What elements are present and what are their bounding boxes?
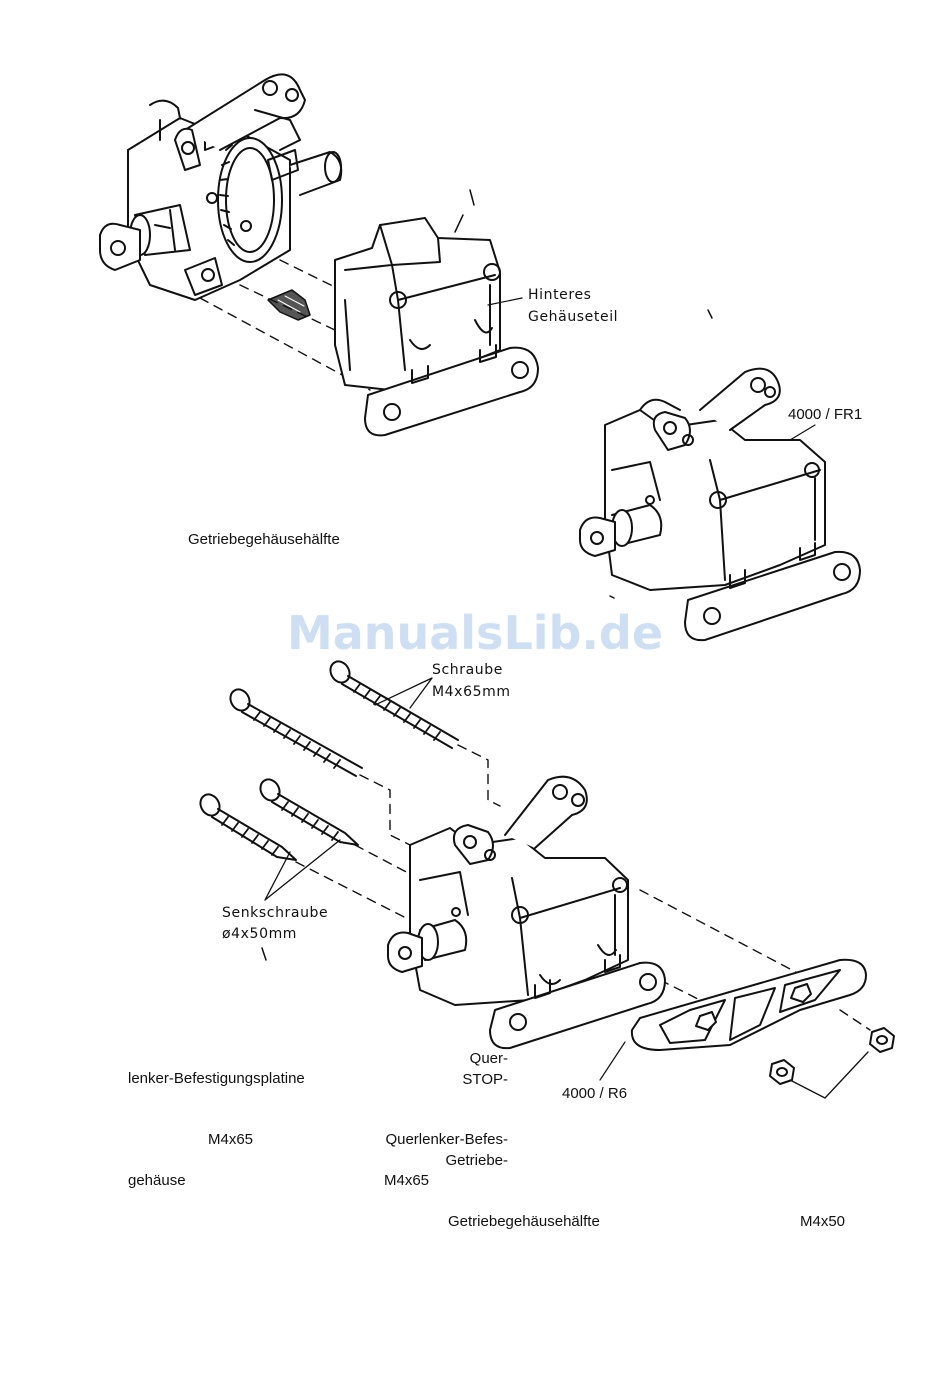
- leader-r6: [600, 1042, 625, 1080]
- text-m4x50: M4x50: [800, 1213, 845, 1230]
- label-quer: Quer-: [440, 1050, 508, 1067]
- label-senkschraube: Senkschraube: [222, 905, 328, 921]
- countersunk-screws: [197, 776, 358, 860]
- leader-schraube: [375, 678, 432, 708]
- assembled-gearbox-bottom: [388, 777, 665, 1049]
- differential-assembly: [100, 74, 341, 320]
- label-gehaeuseteil: Gehäuseteil: [528, 309, 618, 325]
- text-getriebe-half-2: Getriebegehäusehälfte: [448, 1213, 600, 1230]
- text-getriebe-dash: Getriebe-: [380, 1152, 508, 1169]
- label-part-fr1: 4000 / FR1: [788, 406, 862, 423]
- label-stop: STOP-: [440, 1071, 508, 1088]
- label-schraube-size: M4x65mm: [432, 684, 511, 700]
- label-lenker-befestigungsplatine: lenker-Befestigungsplatine: [128, 1070, 305, 1087]
- lock-nuts: [770, 1028, 894, 1084]
- long-screws: [227, 658, 458, 776]
- stop-bracket-r6: [632, 960, 866, 1050]
- leader-fr1: [790, 425, 815, 440]
- watermark: ManualsLib.de: [0, 606, 950, 660]
- leader-hinteres: [455, 190, 474, 232]
- text-gehaeuse: gehäuse: [128, 1172, 186, 1189]
- rear-housing-part: [335, 218, 538, 435]
- label-getriebe-half-1: Getriebegehäusehälfte: [188, 531, 340, 548]
- label-part-r6: 4000 / R6: [562, 1085, 627, 1102]
- leader-nuts: [790, 1052, 868, 1098]
- label-schraube: Schraube: [432, 662, 503, 678]
- text-m4x65-a: M4x65: [208, 1131, 253, 1148]
- text-querlenker-befes: Querlenker-Befes-: [330, 1131, 508, 1148]
- label-hinteres: Hinteres: [528, 287, 592, 303]
- text-m4x65-b: M4x65: [384, 1172, 429, 1189]
- label-senkschraube-size: ø4x50mm: [222, 926, 297, 942]
